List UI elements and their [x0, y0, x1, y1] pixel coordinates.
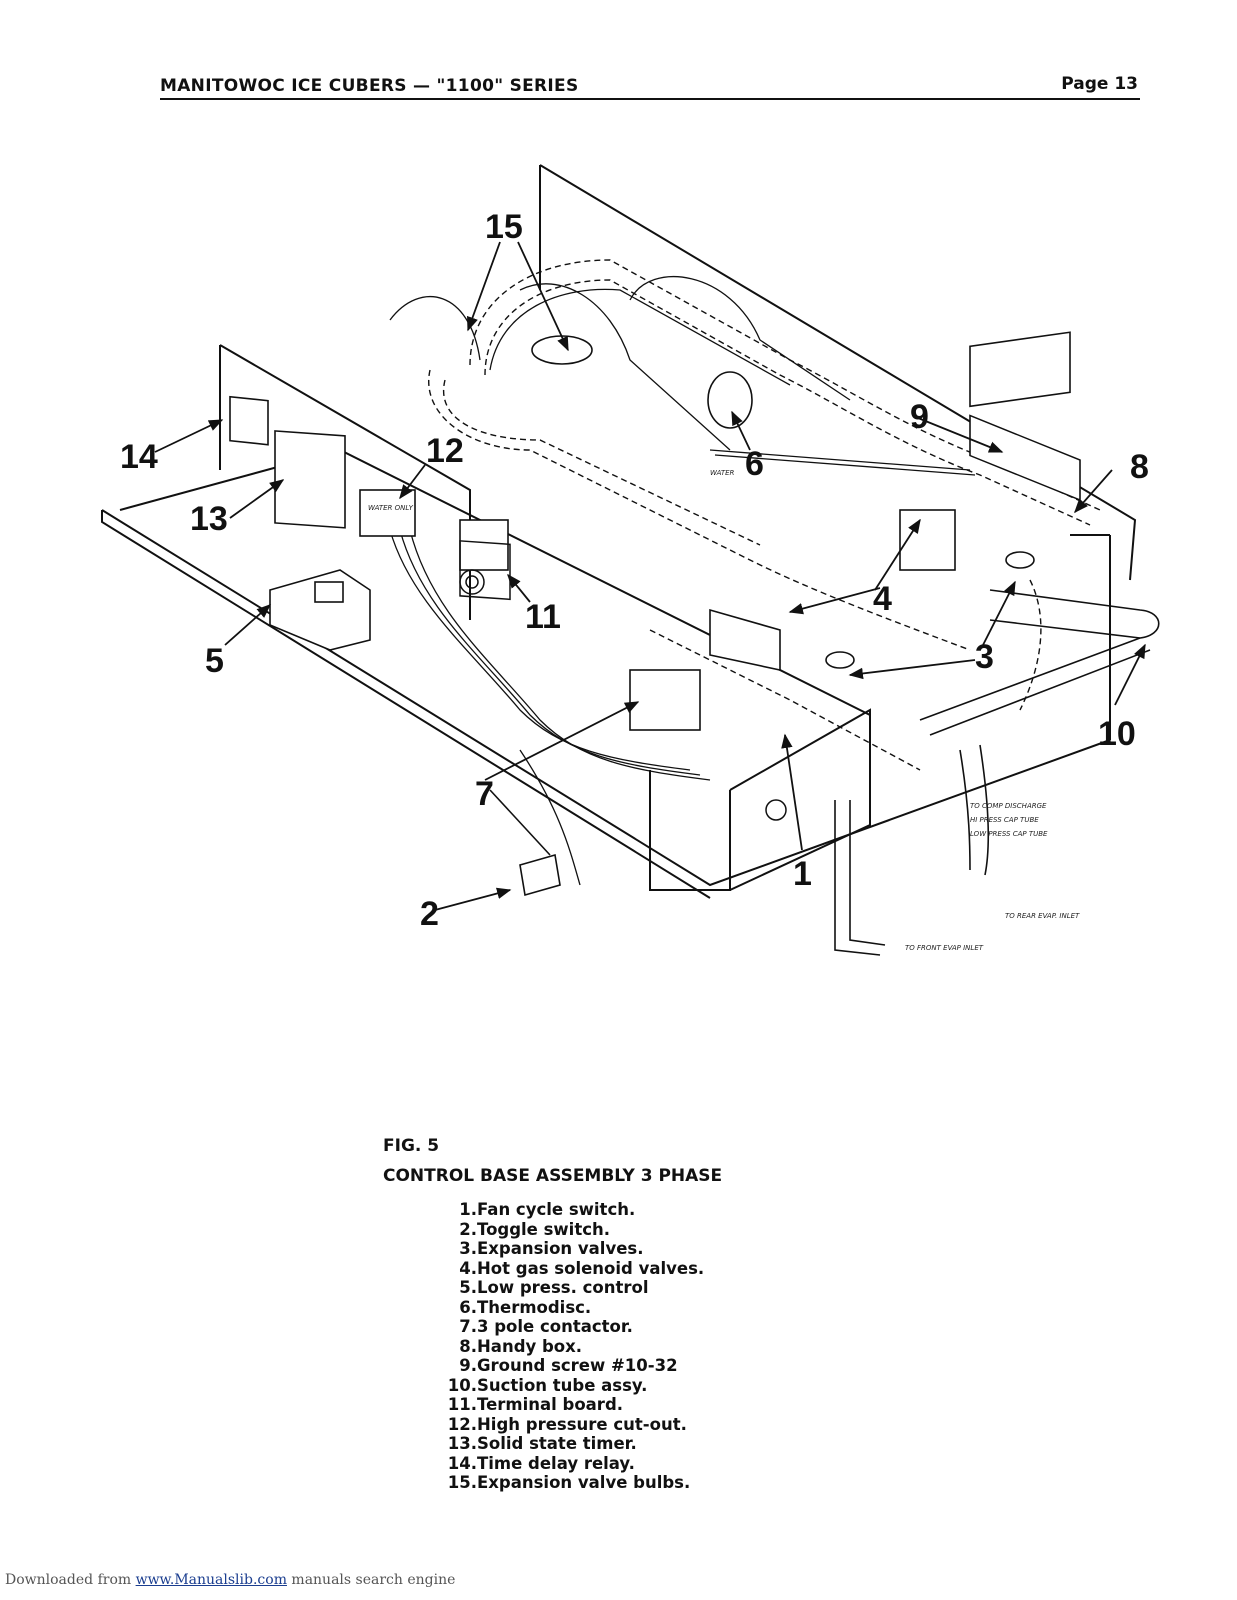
legend-item: 8.Handy box. — [459, 1336, 583, 1356]
legend-item: 13.Solid state timer. — [447, 1434, 637, 1453]
page-header: MANITOWOC ICE CUBERS — "1100" SERIES Pag… — [160, 74, 1140, 100]
callout-10: 10 — [1098, 715, 1136, 753]
label-to-rear-evap-inlet: TO REAR EVAP. INLET — [1005, 912, 1080, 920]
callout-4: 4 — [873, 580, 892, 618]
control-base-assembly-diagram: WATER ONLY WATER TO COMP DISCHARGE HI PR… — [90, 150, 1190, 980]
legend-item: 15.Expansion valve bulbs. — [447, 1473, 691, 1492]
callout-3: 3 — [975, 638, 994, 676]
callout-9: 9 — [910, 398, 929, 436]
footer-prefix: Downloaded from — [5, 1572, 136, 1588]
callout-12: 12 — [426, 432, 464, 470]
legend-item: 10.Suction tube assy. — [447, 1375, 648, 1395]
legend-item: 7.3 pole contactor. — [459, 1317, 633, 1336]
legend-item: 1.Fan cycle switch. — [459, 1200, 636, 1219]
callout-11: 11 — [525, 598, 561, 636]
label-to-comp-discharge: TO COMP DISCHARGE — [970, 802, 1047, 810]
legend-item: 3.Expansion valves. — [459, 1239, 644, 1258]
callout-13: 13 — [190, 500, 228, 538]
parts-legend: 1.Fan cycle switch. 2.Toggle switch. 3.E… — [420, 1200, 704, 1493]
legend-item: 4.Hot gas solenoid valves. — [459, 1258, 705, 1278]
label-hi-press-cap-tube: HI PRESS CAP TUBE — [970, 816, 1039, 824]
label-water: WATER — [710, 469, 735, 477]
callout-5: 5 — [205, 642, 224, 680]
label-water-only: WATER ONLY — [368, 504, 414, 512]
callout-7: 7 — [475, 775, 494, 813]
legend-item: 14.Time delay relay. — [447, 1453, 635, 1473]
legend-item: 11.Terminal board. — [447, 1395, 624, 1414]
legend-item: 9.Ground screw #10-32 — [459, 1356, 678, 1375]
page-number: Page 13 — [1061, 74, 1138, 94]
legend-item: 5.Low press. control — [459, 1278, 649, 1297]
legend-item: 2.Toggle switch. — [459, 1219, 611, 1239]
callout-14: 14 — [120, 438, 158, 476]
document-title: MANITOWOC ICE CUBERS — "1100" SERIES — [160, 76, 579, 96]
figure-label: FIG. 5 — [383, 1136, 440, 1156]
callout-15: 15 — [485, 208, 523, 246]
legend-item: 6.Thermodisc. — [459, 1297, 592, 1317]
manualslib-link[interactable]: www.Manualslib.com — [135, 1572, 287, 1588]
legend-item: 12.High pressure cut-out. — [447, 1414, 687, 1434]
callout-6: 6 — [745, 445, 764, 483]
callout-2: 2 — [420, 895, 439, 933]
figure-title: CONTROL BASE ASSEMBLY 3 PHASE — [383, 1166, 723, 1186]
figure-caption: FIG. 5 CONTROL BASE ASSEMBLY 3 PHASE — [383, 1136, 722, 1186]
callout-8: 8 — [1130, 448, 1149, 486]
label-low-press-cap-tube: LOW PRESS CAP TUBE — [970, 830, 1048, 838]
label-to-front-evap-inlet: TO FRONT EVAP INLET — [905, 944, 984, 952]
download-footer: Downloaded from www.Manualslib.com manua… — [5, 1572, 455, 1588]
callout-1: 1 — [793, 855, 812, 893]
footer-suffix: manuals search engine — [286, 1572, 456, 1588]
